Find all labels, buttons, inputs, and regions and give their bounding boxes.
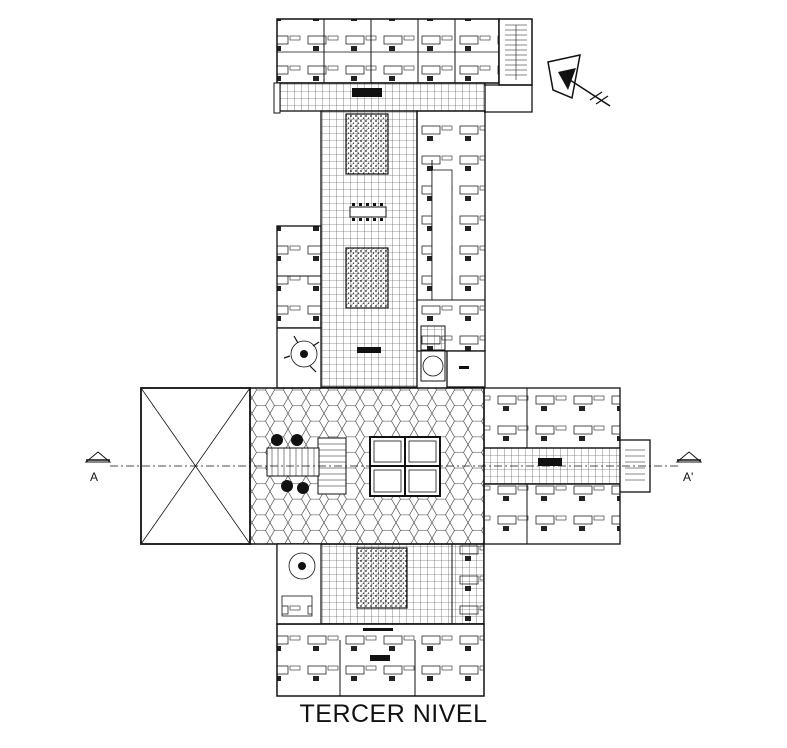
north-arrow-icon [547, 54, 611, 107]
drawing-title: TERCER NIVEL [299, 700, 488, 728]
top-stair [484, 18, 533, 113]
left-office-column [276, 225, 322, 389]
top-corridor [279, 82, 486, 112]
central-grid-hall [320, 110, 418, 388]
section-mark-left: A [90, 470, 99, 484]
section-mark-right: A' [683, 470, 694, 484]
corridor-dark-strip [352, 88, 382, 97]
right-office-column [416, 110, 486, 388]
top-office-block [276, 18, 500, 84]
section-line [84, 451, 703, 467]
bottom-office-block [276, 543, 485, 697]
